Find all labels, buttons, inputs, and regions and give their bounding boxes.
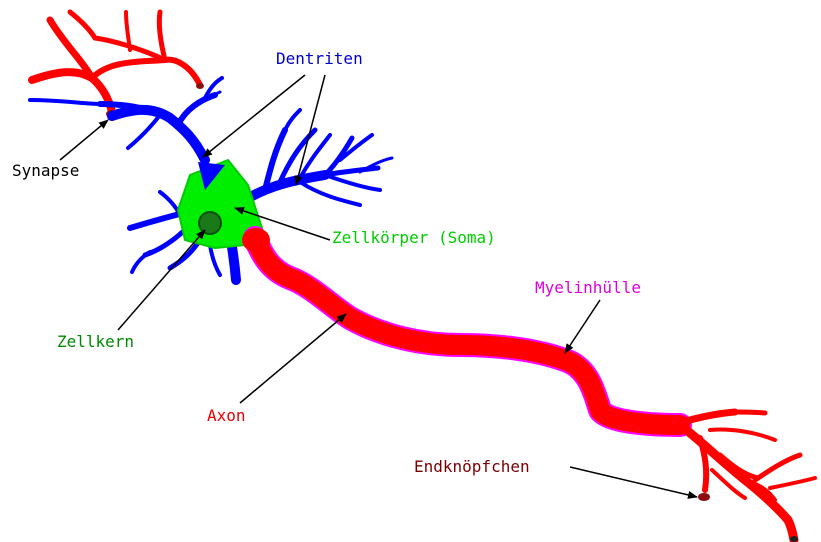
arrow-synapse: [60, 120, 108, 160]
label-nucleus: Zellkern: [57, 332, 134, 351]
nucleus: [199, 212, 221, 234]
axon-hillock: [242, 228, 270, 252]
arrow-dendrites-right: [296, 75, 325, 185]
arrow-myelin: [565, 300, 600, 353]
arrow-dendrites-left: [203, 75, 305, 157]
label-terminal: Endknöpfchen: [414, 457, 530, 476]
dendrite-tip-knob: [196, 83, 204, 89]
axon-terminal-branches: [670, 412, 815, 540]
myelin-sheath: [255, 238, 680, 425]
arrow-terminal: [570, 467, 697, 497]
label-soma: Zellkörper (Soma): [332, 228, 496, 247]
label-axon: Axon: [207, 406, 246, 425]
axon: [255, 238, 680, 425]
label-myelin: Myelinhülle: [535, 278, 641, 297]
terminal-knob: [698, 493, 710, 501]
terminal-knob-edge: [790, 536, 798, 542]
label-synapse: Synapse: [12, 161, 79, 180]
label-dendrites: Dentriten: [276, 49, 363, 68]
arrow-axon: [240, 314, 346, 403]
upstream-axon-terminal: [32, 12, 200, 112]
